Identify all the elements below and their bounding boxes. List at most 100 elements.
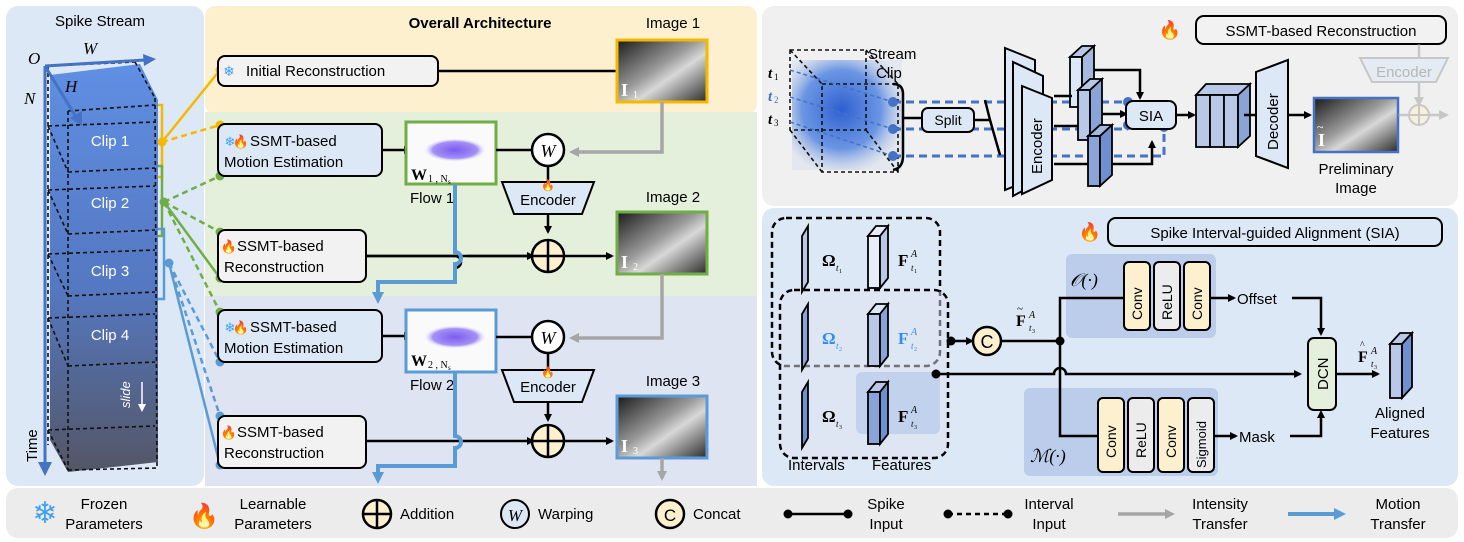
concat-legend-icon (654, 498, 686, 530)
svg-text:^: ^ (1360, 340, 1365, 351)
image2-symbol: I (621, 252, 628, 272)
encoder-1-label: Encoder (520, 192, 576, 209)
feature-block-2 (867, 313, 881, 367)
flow1-label: Flow 1 (410, 190, 454, 207)
flame-icon: 🔥 (233, 320, 249, 335)
svg-text:t: t (836, 263, 839, 273)
motion-estimation-block-2: ❄ 🔥 SSMT-based Motion Estimation (217, 309, 383, 363)
svg-text:3: 3 (1374, 365, 1377, 371)
feature-f-t2: F (898, 329, 908, 348)
svg-text:t: t (836, 341, 839, 351)
decoder-label: Decoder (1265, 93, 1282, 150)
legend-concat-label: Concat (693, 506, 741, 523)
svg-text:Motion Estimation: Motion Estimation (224, 340, 343, 357)
svg-text:3: 3 (914, 425, 917, 431)
svg-text:3: 3 (633, 446, 638, 457)
svg-text:A: A (1028, 310, 1036, 321)
axis-w-label: W (83, 39, 99, 58)
svg-text:Reconstruction: Reconstruction (224, 259, 324, 276)
svg-text:W: W (541, 328, 558, 348)
svg-text:A: A (910, 405, 918, 416)
offset-conv-1 (1123, 261, 1151, 331)
aligned-feature-block (1387, 330, 1415, 401)
legend-learnable-label: Learnable (240, 496, 307, 513)
svg-text:A: A (1370, 346, 1378, 357)
h-axis-arrowhead (70, 111, 82, 126)
feature-f-t3: F (898, 407, 908, 426)
w-axis-arrowhead (143, 54, 156, 66)
slide-label: slide (118, 381, 133, 408)
flame-icon: 🔥 (1159, 19, 1181, 40)
omega-t3: Ω (822, 407, 836, 426)
svg-text:2: 2 (914, 347, 917, 353)
spike-stream-title: Spike Stream (55, 13, 145, 30)
concat-output-label: F (1016, 313, 1026, 330)
svg-text:C: C (664, 506, 676, 525)
legend-spike-label: Spike (867, 496, 905, 513)
preliminary-image (1312, 96, 1400, 154)
stream-clip-label: Stream (868, 46, 916, 63)
feature-blocks (1067, 43, 1115, 189)
encoder-label: Encoder (1029, 118, 1046, 174)
legend-intensity-label: Intensity (1192, 496, 1248, 513)
snowflake-icon: ❄ (225, 134, 236, 149)
feature-f-t1: F (898, 251, 908, 270)
initial-reconstruction-block: ❄ Initial Reconstruction (217, 55, 439, 87)
flow2-label: Flow 2 (410, 377, 454, 394)
spike-stream: Spike Stream (23, 13, 158, 476)
offset-conv-2 (1183, 261, 1211, 331)
offset-label: Offset (1237, 291, 1278, 308)
legend-addition-label: Addition (400, 506, 454, 523)
preliminary-image-symbol: I (1318, 130, 1325, 150)
t1-label: t (768, 66, 773, 82)
image1-thumbnail (615, 38, 709, 104)
svg-text:2: 2 (774, 95, 779, 105)
overall-title: Overall Architecture (409, 15, 552, 32)
svg-text:C: C (981, 332, 994, 352)
svg-text:SSMT-based: SSMT-based (237, 424, 324, 441)
flow2-symbol: W (411, 353, 427, 370)
svg-text:Conv: Conv (1129, 287, 1145, 320)
preliminary-image-label: Preliminary (1318, 161, 1394, 178)
time-axis-arrowhead (38, 462, 52, 476)
reconstruction-block-1: 🔥 SSMT-based Reconstruction (217, 229, 367, 283)
interval-sliver-3 (801, 378, 809, 452)
svg-text:Image: Image (1335, 180, 1377, 197)
svg-text:Conv: Conv (1103, 425, 1119, 458)
clip-1-label: Clip 1 (91, 133, 129, 150)
svg-text:Clip: Clip (876, 65, 902, 82)
mask-conv-2 (1157, 397, 1185, 473)
image1-title: Image 1 (646, 15, 700, 32)
image3-symbol: I (621, 436, 628, 456)
ssmt-reconstruction-title-box (1195, 15, 1447, 45)
flame-icon: 🔥 (221, 425, 237, 440)
svg-text:~: ~ (1317, 120, 1324, 134)
feature-block-1 (867, 235, 881, 289)
svg-text:Reconstruction: Reconstruction (224, 445, 324, 462)
t3-label: t (768, 112, 773, 128)
overall-architecture: Overall Architecture ❄ Initial Reconstru… (217, 15, 709, 484)
image3-thumbnail (615, 394, 709, 460)
encoder-2-label: Encoder (520, 379, 576, 396)
svg-text:SSMT-based: SSMT-based (250, 133, 337, 150)
svg-text:3: 3 (774, 118, 779, 128)
image2-title: Image 2 (646, 189, 700, 206)
h-axis (43, 65, 78, 118)
omega-t2: Ω (822, 329, 836, 348)
features-label: Features (872, 457, 931, 474)
warping-legend-icon (500, 499, 530, 529)
svg-text:s: s (448, 178, 451, 186)
svg-text:1: 1 (914, 269, 917, 275)
mask-relu (1127, 397, 1155, 473)
svg-text:2: 2 (839, 347, 842, 353)
clip-4-label: Clip 4 (91, 327, 129, 344)
svg-text:2: 2 (633, 262, 638, 273)
svg-text:3: 3 (839, 425, 842, 431)
svg-text:Motion Estimation: Motion Estimation (224, 154, 343, 171)
split-label: Split (934, 112, 961, 128)
flame-icon: 🔥 (541, 179, 555, 192)
encoder-layer-front (1021, 84, 1053, 196)
svg-text:1: 1 (839, 269, 842, 275)
snowflake-icon: ❄ (223, 63, 235, 79)
